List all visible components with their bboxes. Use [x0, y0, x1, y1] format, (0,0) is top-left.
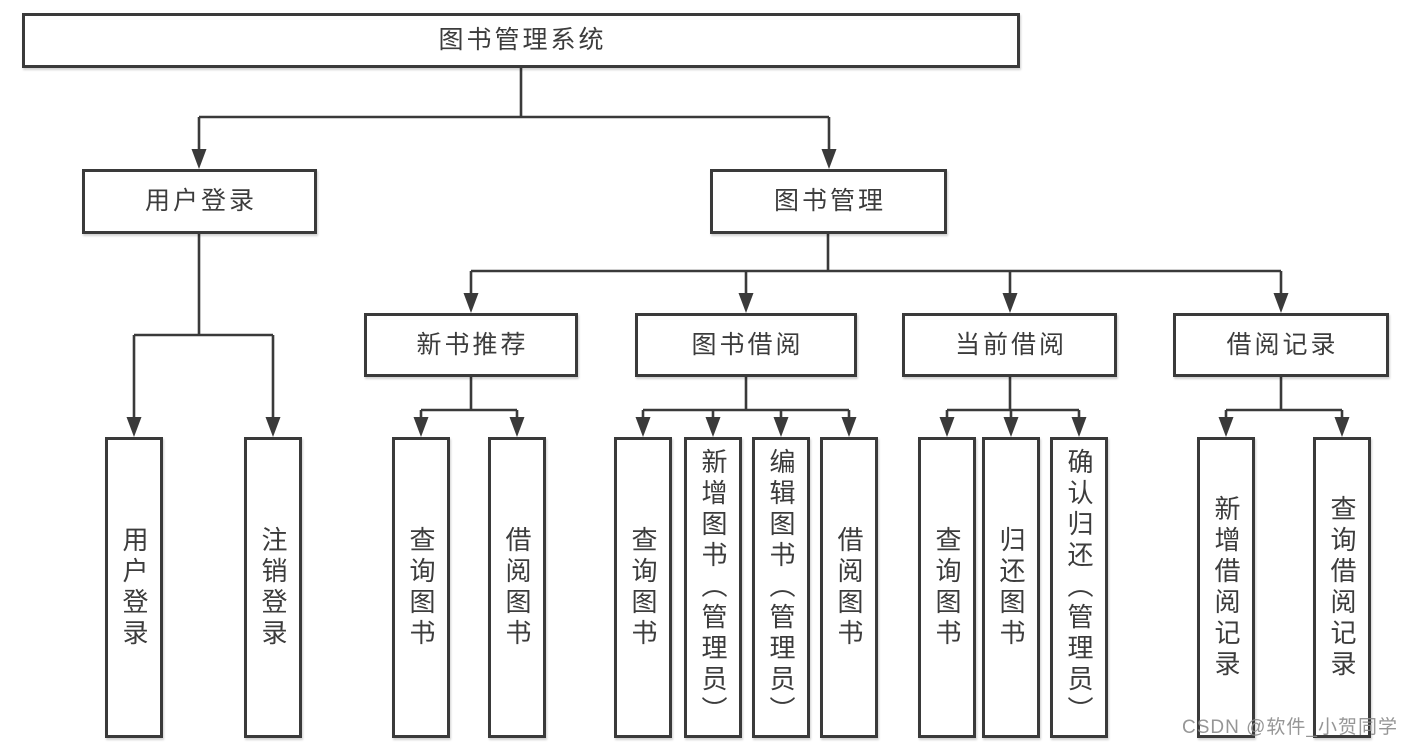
leaf-confirm-return-admin: 确认归还（管理员）	[1050, 437, 1108, 738]
leaf-query-book-recommend: 查询图书	[392, 437, 450, 738]
leaf-logout-label: 注销登录	[258, 525, 288, 650]
node-new-book-recommend-label: 新书推荐	[416, 330, 529, 359]
node-book-borrow: 图书借阅	[635, 313, 857, 377]
node-user-login-label: 用户登录	[144, 187, 257, 215]
csdn-watermark: CSDN @软件_小贺同学	[1182, 717, 1398, 738]
node-book-management: 图书管理	[710, 169, 947, 234]
leaf-borrow-book-recommend-label: 借阅图书	[502, 525, 532, 650]
leaf-return-book: 归还图书	[982, 437, 1040, 738]
leaf-user-login-label: 用户登录	[119, 525, 149, 650]
leaf-add-book-admin-label: 新增图书（管理员）	[698, 448, 728, 727]
leaf-user-login: 用户登录	[105, 437, 163, 738]
leaf-logout: 注销登录	[244, 437, 302, 738]
connector-lines	[132, 68, 1344, 419]
leaf-query-book-borrow-label: 查询图书	[628, 525, 658, 650]
leaf-borrow-book-recommend: 借阅图书	[488, 437, 546, 738]
leaf-query-book-current-label: 查询图书	[932, 525, 962, 650]
leaf-query-borrow-record: 查询借阅记录	[1313, 437, 1371, 738]
node-root-label: 图书管理系统	[438, 26, 607, 54]
leaf-add-borrow-record-label: 新增借阅记录	[1211, 494, 1241, 681]
leaf-confirm-return-admin-label: 确认归还（管理员）	[1064, 448, 1094, 727]
node-current-borrow: 当前借阅	[902, 313, 1117, 377]
leaf-edit-book-admin-label: 编辑图书（管理员）	[766, 448, 796, 727]
leaf-add-borrow-record: 新增借阅记录	[1197, 437, 1255, 738]
leaf-edit-book-admin: 编辑图书（管理员）	[752, 437, 810, 738]
leaf-query-borrow-record-label: 查询借阅记录	[1327, 494, 1357, 681]
node-current-borrow-label: 当前借阅	[954, 330, 1067, 359]
leaf-query-book-current: 查询图书	[918, 437, 976, 738]
node-user-login: 用户登录	[82, 169, 317, 234]
leaf-query-book-borrow: 查询图书	[614, 437, 672, 738]
node-borrow-record-label: 借阅记录	[1226, 330, 1339, 359]
node-root: 图书管理系统	[22, 13, 1020, 68]
leaf-query-book-recommend-label: 查询图书	[406, 525, 436, 650]
leaf-borrow-book: 借阅图书	[820, 437, 878, 738]
node-book-management-label: 图书管理	[773, 187, 886, 215]
node-new-book-recommend: 新书推荐	[364, 313, 578, 377]
node-borrow-record: 借阅记录	[1173, 313, 1389, 377]
arrowheads	[126, 149, 1350, 437]
leaf-return-book-label: 归还图书	[996, 525, 1026, 650]
node-book-borrow-label: 图书借阅	[691, 330, 804, 359]
leaf-add-book-admin: 新增图书（管理员）	[684, 437, 742, 738]
leaf-borrow-book-label: 借阅图书	[834, 525, 864, 650]
